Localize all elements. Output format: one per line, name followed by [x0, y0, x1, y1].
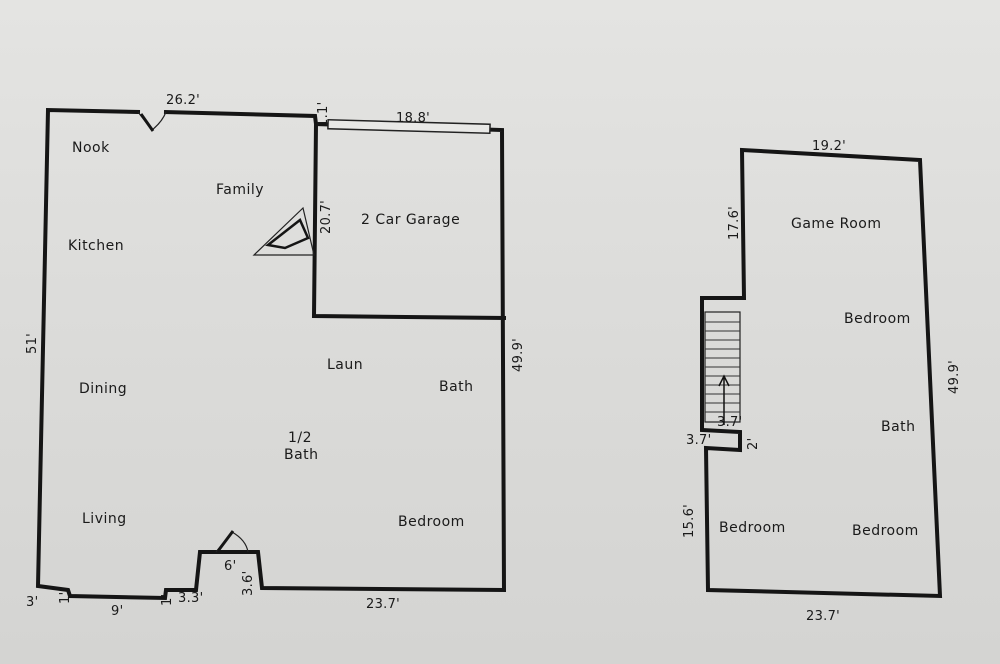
dim-upper-bottom: 23.7'	[806, 609, 840, 624]
dim-landing-width: 3.7'	[686, 433, 711, 448]
dim-right-depth: 49.9'	[511, 338, 526, 372]
room-bath-upper: Bath	[881, 419, 916, 435]
dim-bottom-nine: 9'	[111, 604, 123, 619]
dim-upper-left-lower: 15.6'	[682, 504, 697, 538]
dim-gap: 1.1'	[316, 102, 331, 127]
room-kitchen: Kitchen	[68, 238, 124, 254]
room-family: Family	[216, 182, 264, 198]
dim-step-3-3: 3.3'	[178, 591, 203, 606]
fireplace	[252, 206, 315, 256]
garage-door	[327, 118, 491, 135]
room-half-bath-label: Bath	[284, 447, 319, 463]
room-game-room: Game Room	[791, 216, 882, 232]
stair-direction-arrow	[718, 374, 730, 425]
dim-step-1b: 1'	[160, 594, 175, 606]
garage-inner-wall	[311, 121, 507, 321]
dim-garage-side: 20.7'	[319, 200, 334, 234]
room-living: Living	[82, 511, 127, 527]
upper-floor-plan: Game Room Bedroom Bath Bedroom Bedroom 1…	[682, 139, 962, 624]
porch-door-leaf	[216, 530, 235, 552]
room-half-bath-fraction: 1/2	[288, 430, 312, 446]
room-bath: Bath	[439, 379, 474, 395]
dim-bottom-left: 3'	[26, 595, 38, 610]
dim-upper-right: 49.9'	[947, 360, 962, 394]
dim-stair-width: 3.7'	[717, 415, 742, 430]
room-bedroom: Bedroom	[398, 514, 465, 530]
dim-porch-3-6: 3.6'	[241, 571, 256, 596]
dim-top-width: 26.2'	[166, 93, 200, 108]
dim-landing-depth: 2'	[746, 438, 761, 450]
upper-floor-outer-walls	[700, 147, 943, 599]
dim-left-depth: 51'	[25, 333, 40, 354]
room-bedroom-upper-1: Bedroom	[844, 311, 911, 327]
top-door-leaf	[139, 113, 155, 132]
room-nook: Nook	[72, 140, 110, 156]
room-bedroom-upper-3: Bedroom	[852, 523, 919, 539]
room-laundry: Laun	[327, 357, 363, 373]
dim-bottom-right: 23.7'	[366, 597, 400, 612]
room-garage: 2 Car Garage	[361, 212, 460, 228]
dim-garage-top: 18.8'	[396, 111, 430, 126]
dim-upper-left-upper: 17.6'	[727, 206, 742, 240]
room-dining: Dining	[79, 381, 127, 397]
dim-upper-top: 19.2'	[812, 139, 846, 154]
dim-porch-six: 6'	[224, 559, 236, 574]
stair-treads	[705, 321, 740, 413]
main-floor-plan: Nook Family Kitchen 2 Car Garage Laun Ba…	[25, 93, 526, 619]
fireplace-hearth	[265, 218, 310, 250]
dim-step-1a: 1'	[58, 592, 73, 604]
room-bedroom-upper-2: Bedroom	[719, 520, 786, 536]
